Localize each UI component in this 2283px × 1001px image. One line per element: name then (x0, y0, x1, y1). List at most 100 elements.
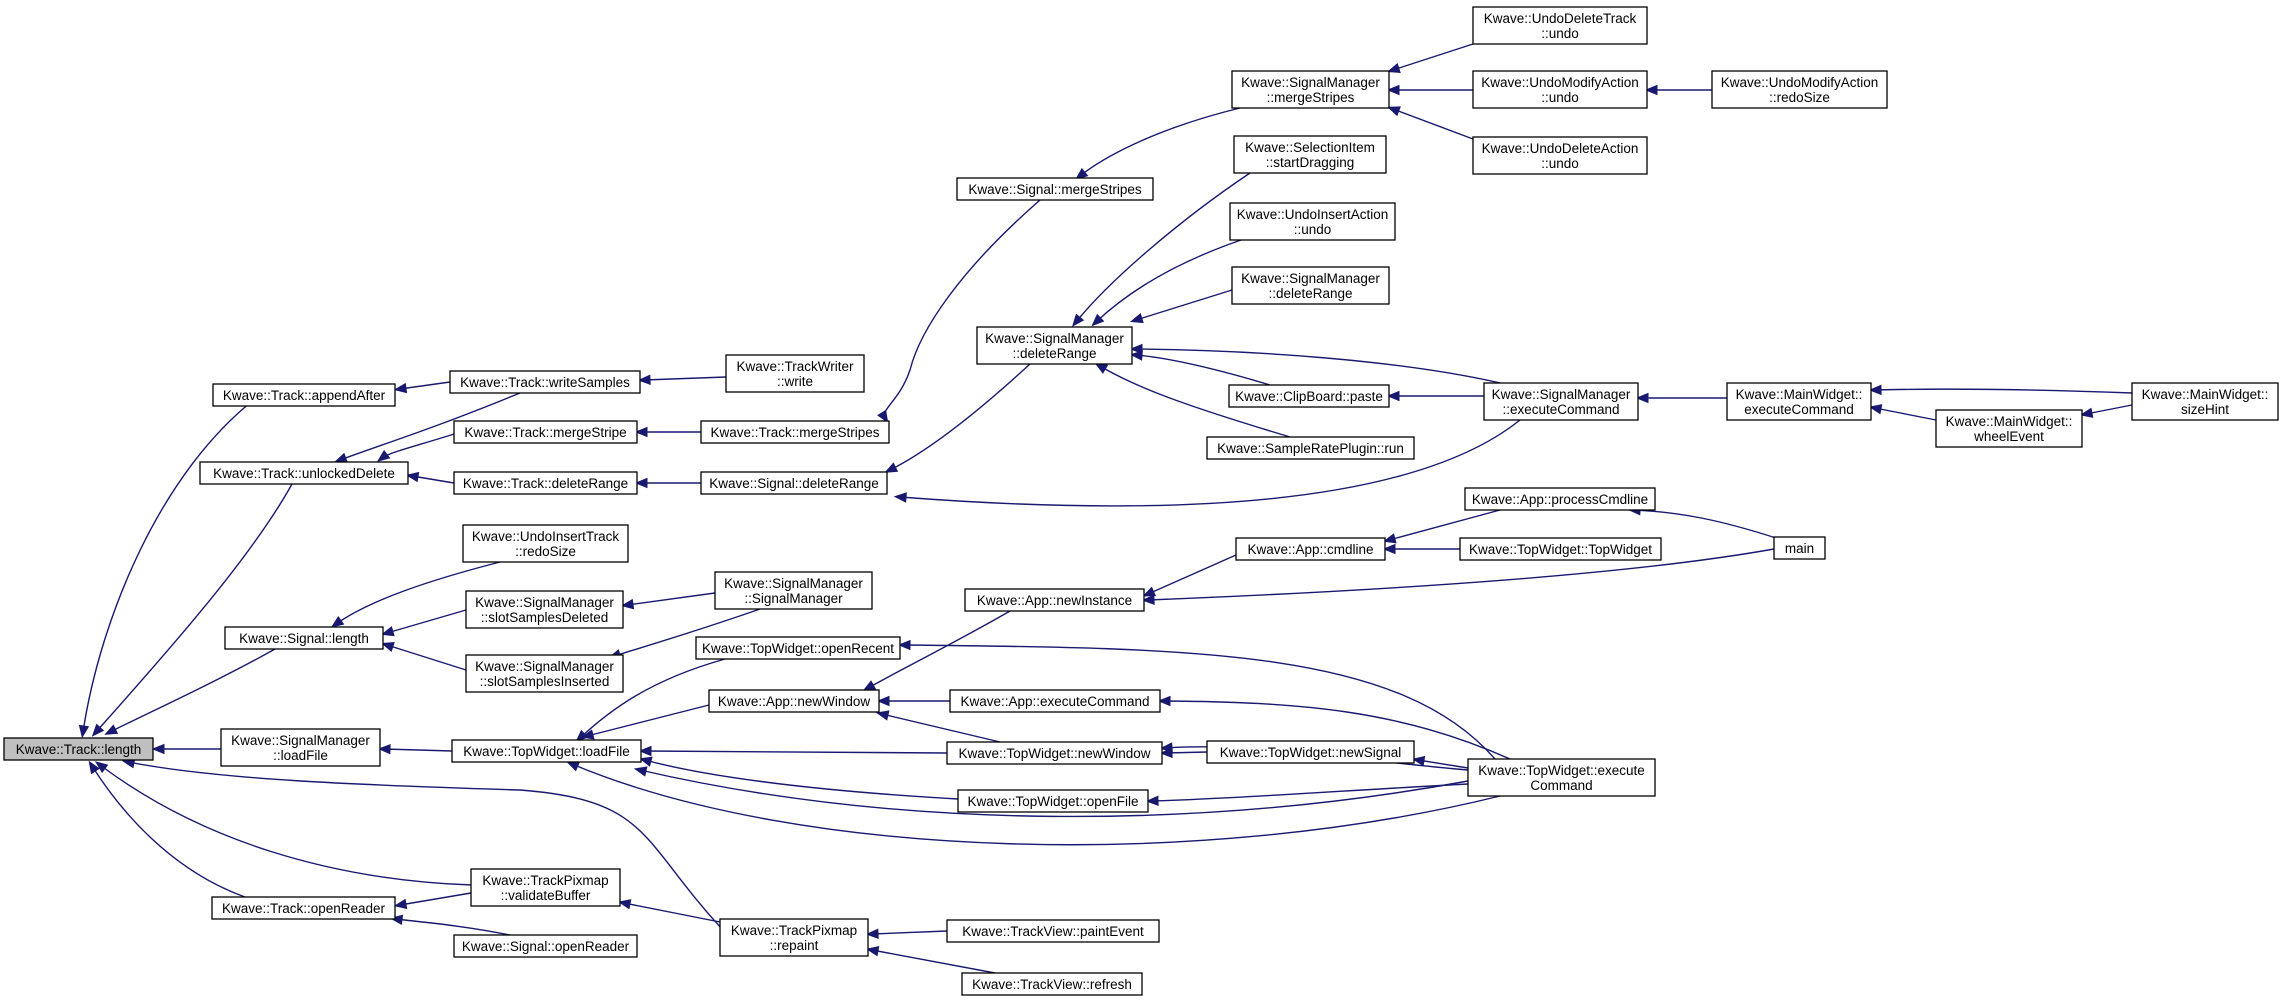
node-box (1228, 384, 1390, 408)
function-node[interactable]: Kwave::Signal::length (224, 626, 384, 650)
node-label: Kwave::UndoModifyAction (1721, 75, 1879, 90)
node-box (1231, 266, 1390, 305)
edge-line (643, 376, 727, 381)
function-node[interactable]: Kwave::SignalManager::mergeStripes (1231, 70, 1390, 109)
node-box (976, 326, 1133, 365)
function-node[interactable]: Kwave::MainWidget::executeCommand (1726, 382, 1872, 421)
call-edge (1145, 783, 1469, 807)
arrowhead-icon (377, 743, 391, 755)
arrowhead-icon (104, 724, 119, 735)
node-box (1472, 136, 1648, 175)
arrowhead-icon (151, 743, 165, 755)
function-node[interactable]: Kwave::SignalManager::SignalManager (714, 571, 873, 610)
function-node[interactable]: Kwave::UndoInsertTrack::redoSize (462, 524, 629, 563)
function-node[interactable]: Kwave::ClipBoard::paste (1228, 384, 1390, 408)
call-edge (893, 419, 1521, 507)
function-node[interactable]: Kwave::Track::openReader (211, 896, 396, 920)
function-node[interactable]: Kwave::UndoInsertAction::undo (1229, 202, 1396, 241)
node-box (3, 737, 154, 761)
arrowhead-icon (637, 374, 651, 386)
arrowhead-icon (620, 598, 635, 610)
arrowhead-icon (893, 492, 907, 503)
function-node[interactable]: Kwave::TopWidget::TopWidget (1459, 537, 1662, 561)
function-node[interactable]: Kwave::SignalManager::executeCommand (1483, 382, 1639, 421)
function-node[interactable]: Kwave::TrackView::paintEvent (946, 919, 1160, 943)
function-node[interactable]: Kwave::SignalManager::slotSamplesDeleted (465, 590, 624, 629)
function-node[interactable]: Kwave::TopWidget::loadFile (451, 739, 642, 763)
function-node[interactable]: Kwave::App::executeCommand (949, 689, 1161, 713)
edge-line (1135, 289, 1233, 321)
node-box (700, 471, 888, 495)
function-node[interactable]: Kwave::SampleRatePlugin::run (1206, 436, 1415, 460)
node-label: Kwave::TrackView::paintEvent (962, 924, 1144, 939)
function-node[interactable]: Kwave::MainWidget::sizeHint (2131, 382, 2279, 421)
node-label: executeCommand (1744, 402, 1854, 417)
function-node[interactable]: Kwave::Track::unlockedDelete (199, 461, 409, 485)
node-label: Kwave::ClipBoard::paste (1235, 389, 1383, 404)
node-label: Kwave::UndoInsertAction (1237, 207, 1389, 222)
node-label: ::undo (1541, 90, 1579, 105)
call-edge (1382, 543, 1460, 555)
node-label: ::write (777, 374, 813, 389)
arrowhead-icon (884, 462, 899, 473)
function-node[interactable]: Kwave::SignalManager::loadFile (220, 728, 381, 767)
function-node[interactable]: Kwave::App::newWindow (708, 689, 880, 713)
function-node[interactable]: Kwave::TrackWriter::write (725, 354, 865, 393)
call-edge (94, 761, 473, 886)
function-node[interactable]: Kwave::Track::mergeStripe (453, 420, 638, 444)
node-box (451, 739, 642, 763)
call-edge (1072, 172, 1251, 327)
node-box (700, 420, 890, 444)
function-node[interactable]: Kwave::TrackPixmap::validateBuffer (470, 868, 621, 907)
edge-line (1388, 509, 1501, 541)
function-node[interactable]: main (1773, 536, 1826, 560)
node-label: ::SignalManager (744, 591, 843, 606)
edge-line (571, 763, 1501, 846)
function-node[interactable]: Kwave::Track::mergeStripes (700, 420, 890, 444)
node-label: Kwave::SignalManager (1241, 75, 1380, 90)
function-node[interactable]: Kwave::UndoModifyAction::undo (1472, 70, 1648, 109)
arrowhead-icon (638, 756, 653, 767)
edge-line (623, 902, 721, 923)
function-node[interactable]: Kwave::SignalManager::deleteRange (1231, 266, 1390, 305)
node-label: ::slotSamplesInserted (480, 674, 610, 689)
node-box (1711, 70, 1888, 109)
call-edge (376, 433, 455, 462)
function-node[interactable]: Kwave::TrackPixmap::repaint (719, 918, 869, 957)
node-label: Kwave::TrackWriter (736, 359, 854, 374)
function-node[interactable]: Kwave::TopWidget::openRecent (695, 636, 901, 660)
arrowhead-icon (380, 641, 395, 652)
function-node[interactable]: Kwave::TopWidget::newSignal (1206, 740, 1415, 764)
arrowhead-icon (865, 946, 880, 957)
function-node[interactable]: Kwave::App::processCmdline (1464, 487, 1656, 511)
function-node[interactable]: Kwave::UndoDeleteAction::undo (1472, 136, 1648, 175)
arrowhead-icon (865, 928, 879, 939)
node-box (224, 626, 384, 650)
function-node[interactable]: Kwave::TrackView::refresh (961, 972, 1143, 996)
function-node[interactable]: Kwave::App::cmdline (1235, 537, 1386, 561)
call-edge (330, 561, 501, 628)
function-node[interactable]: Kwave::Signal::openReader (453, 934, 638, 958)
function-node[interactable]: Kwave::TopWidget::executeCommand (1467, 758, 1656, 797)
function-node[interactable]: Kwave::Track::appendAfter (212, 383, 396, 407)
call-edge (389, 914, 511, 936)
function-node[interactable]: Kwave::TopWidget::newWindow (946, 741, 1163, 765)
root-node[interactable]: Kwave::Track::length (3, 737, 154, 761)
function-node[interactable]: Kwave::UndoDeleteTrack::undo (1472, 6, 1648, 45)
node-label: Kwave::MainWidget:: (1946, 414, 2073, 429)
function-node[interactable]: Kwave::SignalManager::deleteRange (976, 326, 1133, 365)
node-label: Kwave::SignalManager (231, 733, 370, 748)
function-node[interactable]: Kwave::Track::writeSamples (449, 370, 641, 394)
function-node[interactable]: Kwave::Signal::deleteRange (700, 471, 888, 495)
function-node[interactable]: Kwave::Signal::mergeStripes (956, 177, 1154, 201)
function-node[interactable]: Kwave::TopWidget::openFile (957, 789, 1149, 813)
node-box (1935, 409, 2083, 448)
function-node[interactable]: Kwave::MainWidget::wheelEvent (1935, 409, 2083, 448)
edge-line (383, 748, 453, 752)
arrowhead-icon (91, 723, 105, 737)
function-node[interactable]: Kwave::UndoModifyAction::redoSize (1711, 70, 1888, 109)
function-node[interactable]: Kwave::SelectionItem::startDragging (1233, 135, 1387, 174)
function-node[interactable]: Kwave::SignalManager::slotSamplesInserte… (465, 654, 624, 693)
function-node[interactable]: Kwave::Track::deleteRange (453, 471, 638, 495)
function-node[interactable]: Kwave::App::newInstance (964, 588, 1145, 612)
